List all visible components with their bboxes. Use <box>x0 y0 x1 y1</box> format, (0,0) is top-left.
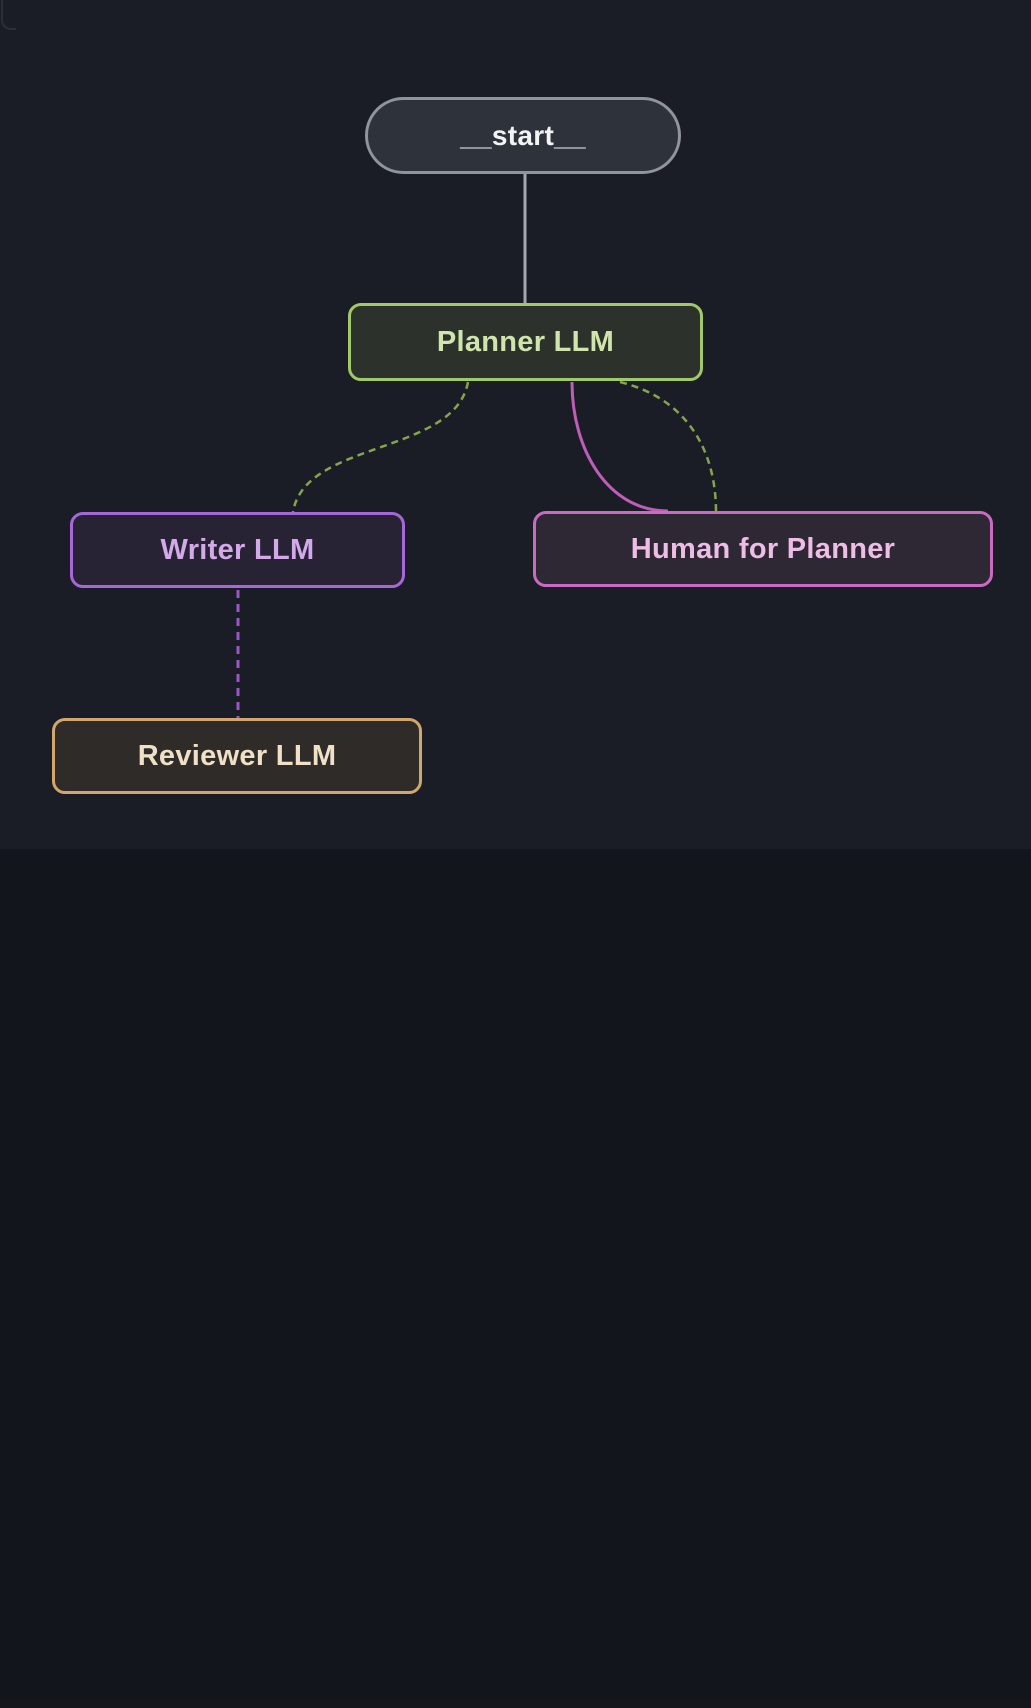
node-human-for-planner-label: Human for Planner <box>630 532 896 565</box>
edge-planner-to-human <box>570 381 669 513</box>
node-reviewer-llm[interactable]: Reviewer LLM <box>52 718 422 794</box>
node-writer-llm[interactable]: Writer LLM <box>70 512 405 588</box>
node-start-label: __start__ <box>460 119 586 151</box>
node-start[interactable]: __start__ <box>365 97 681 174</box>
panel-corner-decoration <box>1 0 16 30</box>
graph-canvas[interactable]: __start__ Planner LLM Writer LLM Human f… <box>0 0 1031 849</box>
edge-planner-to-writer <box>291 381 470 513</box>
node-writer-llm-label: Writer LLM <box>160 533 315 566</box>
edge-human-to-planner <box>619 380 718 513</box>
node-planner-llm[interactable]: Planner LLM <box>348 303 703 381</box>
bottom-strip <box>0 1698 1031 1708</box>
node-reviewer-llm-label: Reviewer LLM <box>137 739 337 772</box>
node-planner-llm-label: Planner LLM <box>436 325 615 358</box>
node-human-for-planner[interactable]: Human for Planner <box>533 511 993 587</box>
